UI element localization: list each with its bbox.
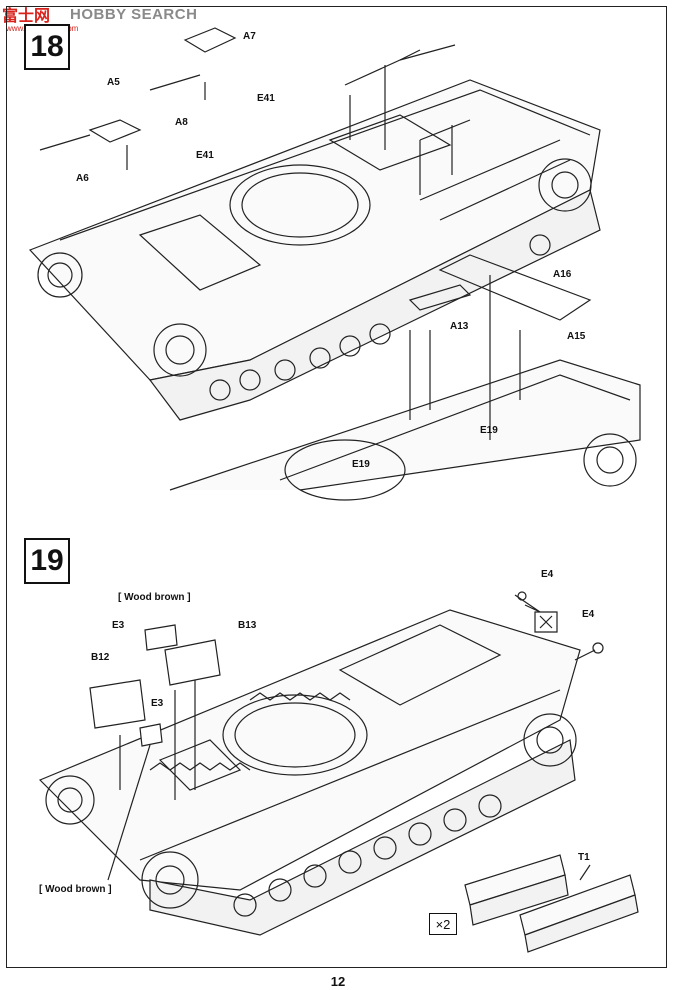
- part-label-a7: A7: [243, 31, 256, 42]
- part-label-b12: B12: [91, 652, 110, 663]
- part-label-a6: A6: [76, 173, 89, 184]
- part-label-a8: A8: [175, 117, 188, 128]
- step-number-18: 18: [24, 24, 70, 70]
- part-label-b13: B13: [238, 620, 257, 631]
- part-label-e4: E4: [541, 569, 554, 580]
- step18-lower-hull-drawing: [169, 254, 641, 501]
- part-label-e19-2: E19: [352, 459, 370, 470]
- paint-note-wood-brown: [ Wood brown ]: [118, 592, 191, 603]
- quantity-multiplier: ×2: [429, 913, 457, 935]
- part-label-t1: T1: [578, 852, 590, 863]
- part-label-a13: A13: [450, 321, 469, 332]
- paint-note-wood-brown-2: [ Wood brown ]: [39, 884, 112, 895]
- part-label-a5: A5: [107, 77, 120, 88]
- step18-hull-drawing: [28, 27, 601, 421]
- part-label-e41: E41: [257, 93, 275, 104]
- watermark-brand: HOBBY SEARCH: [70, 6, 198, 23]
- track-links-drawing: [464, 854, 639, 953]
- page-number: 12: [330, 974, 346, 989]
- part-label-e41-2: E41: [196, 150, 214, 161]
- part-label-a16: A16: [553, 269, 572, 280]
- part-label-e3-2: E3: [151, 698, 164, 709]
- page-frame: [6, 6, 667, 968]
- part-label-e3: E3: [112, 620, 125, 631]
- part-label-a15: A15: [567, 331, 586, 342]
- step19-hull-drawing: [38, 591, 604, 936]
- step-number-19: 19: [24, 538, 70, 584]
- part-label-e19: E19: [480, 425, 498, 436]
- part-label-e4-2: E4: [582, 609, 595, 620]
- watermark-logo: 富士网: [2, 6, 51, 25]
